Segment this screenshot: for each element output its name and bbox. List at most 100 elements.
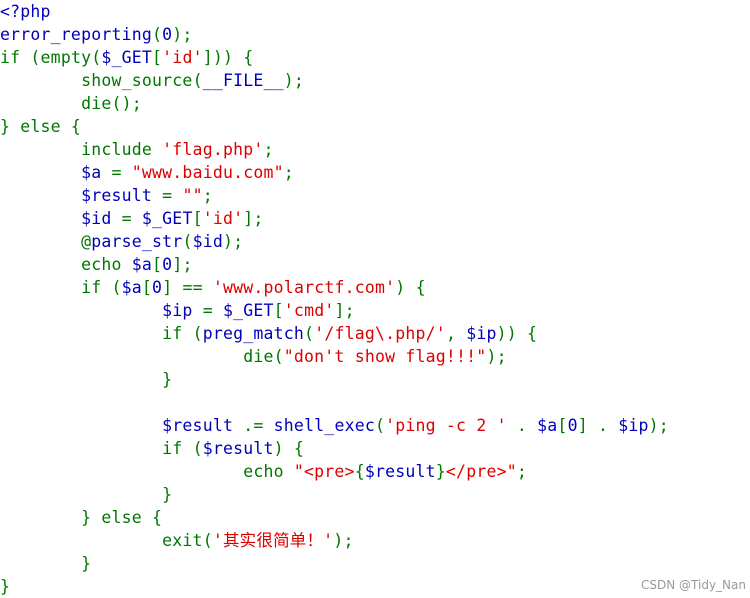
code-token: exit: [162, 531, 203, 550]
code-token: ];: [243, 209, 264, 228]
code-line: <?php: [0, 0, 750, 23]
code-token: =: [162, 186, 183, 205]
code-token: show_source: [81, 71, 193, 90]
code-token: die: [243, 347, 274, 366]
code-token: [0, 186, 81, 205]
code-line: include 'flag.php';: [0, 138, 750, 161]
code-line: $result = "";: [0, 184, 750, 207]
code-token: (: [192, 439, 203, 458]
code-token: =: [121, 209, 142, 228]
code-line: echo $a[0];: [0, 253, 750, 276]
code-token: );: [486, 347, 507, 366]
code-token: (: [304, 324, 315, 343]
code-token: 0: [567, 416, 578, 435]
code-token: );: [648, 416, 669, 435]
code-token: (: [192, 71, 203, 90]
code-token: @: [81, 232, 92, 251]
code-token: 'id': [162, 48, 203, 67]
code-line: if ($a[0] == 'www.polarctf.com') {: [0, 276, 750, 299]
code-token: shell_exec: [273, 416, 375, 435]
code-line: }: [0, 552, 750, 575]
code-line: exit('其实很简单！');: [0, 529, 750, 552]
code-token: (: [111, 278, 122, 297]
code-token: =: [202, 301, 223, 320]
code-line: $ip = $_GET['cmd'];: [0, 299, 750, 322]
code-token: [: [152, 48, 163, 67]
code-token: 'flag.php': [162, 140, 264, 159]
code-token: [0, 232, 81, 251]
code-token: $_GET: [222, 301, 274, 320]
code-token: "<pre>: [293, 462, 355, 481]
code-token: 'www.polarctf.com': [212, 278, 396, 297]
code-token: if: [162, 324, 193, 343]
code-token: [0, 140, 81, 159]
code-token: [0, 209, 81, 228]
code-token: '其实很简单！': [212, 531, 334, 550]
code-token: }: [0, 577, 11, 596]
code-line: die();: [0, 92, 750, 115]
code-token: [0, 278, 81, 297]
code-token: [0, 485, 162, 504]
code-token: [0, 508, 81, 527]
code-token: $_GET: [141, 209, 193, 228]
code-token: );: [333, 531, 354, 550]
code-token: [0, 554, 81, 573]
code-token: echo: [243, 462, 294, 481]
code-token: '/flag\.php/': [314, 324, 446, 343]
code-token: ])) {: [202, 48, 254, 67]
code-token: error_reporting: [0, 25, 153, 44]
code-token: )) {: [496, 324, 538, 343]
code-line: }: [0, 483, 750, 506]
code-token: }: [162, 485, 173, 504]
code-line: if (empty($_GET['id'])) {: [0, 46, 750, 69]
code-token: $result: [81, 186, 163, 205]
code-token: (: [202, 531, 213, 550]
code-token: $a: [537, 416, 558, 435]
code-line: $result .= shell_exec('ping -c 2 ' . $a[…: [0, 414, 750, 437]
code-token: $a: [81, 163, 112, 182]
code-token: (: [374, 416, 386, 435]
code-token: parse_str: [91, 232, 183, 251]
code-token: 0: [162, 25, 173, 44]
code-token: .: [506, 416, 538, 435]
code-token: =: [111, 163, 132, 182]
code-token: 0: [152, 278, 163, 297]
code-token: include: [81, 140, 163, 159]
code-token: $ip: [162, 301, 203, 320]
code-token: );: [222, 232, 244, 251]
code-token: ();: [111, 94, 142, 113]
code-line: }: [0, 368, 750, 391]
code-token: }: [435, 462, 446, 481]
code-token: 0: [162, 255, 173, 274]
code-token: "don't show flag!!!": [283, 347, 487, 366]
code-token: [0, 347, 243, 366]
code-token: ;: [516, 462, 527, 481]
code-token: [0, 439, 162, 458]
code-line: } else {: [0, 115, 750, 138]
code-line: if ($result) {: [0, 437, 750, 460]
code-line: if (preg_match('/flag\.php/', $ip)) {: [0, 322, 750, 345]
code-token: ];: [334, 301, 355, 320]
code-token: 'id': [202, 209, 244, 228]
code-token: ]: [162, 278, 183, 297]
code-token: $id: [81, 209, 122, 228]
code-token: [0, 163, 81, 182]
code-token: $ip: [618, 416, 649, 435]
code-token: {: [354, 462, 365, 481]
code-token: [0, 255, 81, 274]
code-token: [0, 416, 162, 435]
code-token: ;: [283, 163, 294, 182]
code-token: (: [182, 232, 193, 251]
code-token: (: [91, 48, 102, 67]
code-line: die("don't show flag!!!");: [0, 345, 750, 368]
watermark: CSDN @Tidy_Nan: [641, 578, 746, 592]
code-token: "www.baidu.com": [131, 163, 284, 182]
code-token: );: [283, 71, 305, 90]
code-token: if: [162, 439, 193, 458]
code-token: [0, 370, 162, 389]
code-line: [0, 391, 750, 414]
code-token: $result: [202, 439, 274, 458]
code-token: ==: [182, 278, 213, 297]
code-token: (: [273, 347, 284, 366]
